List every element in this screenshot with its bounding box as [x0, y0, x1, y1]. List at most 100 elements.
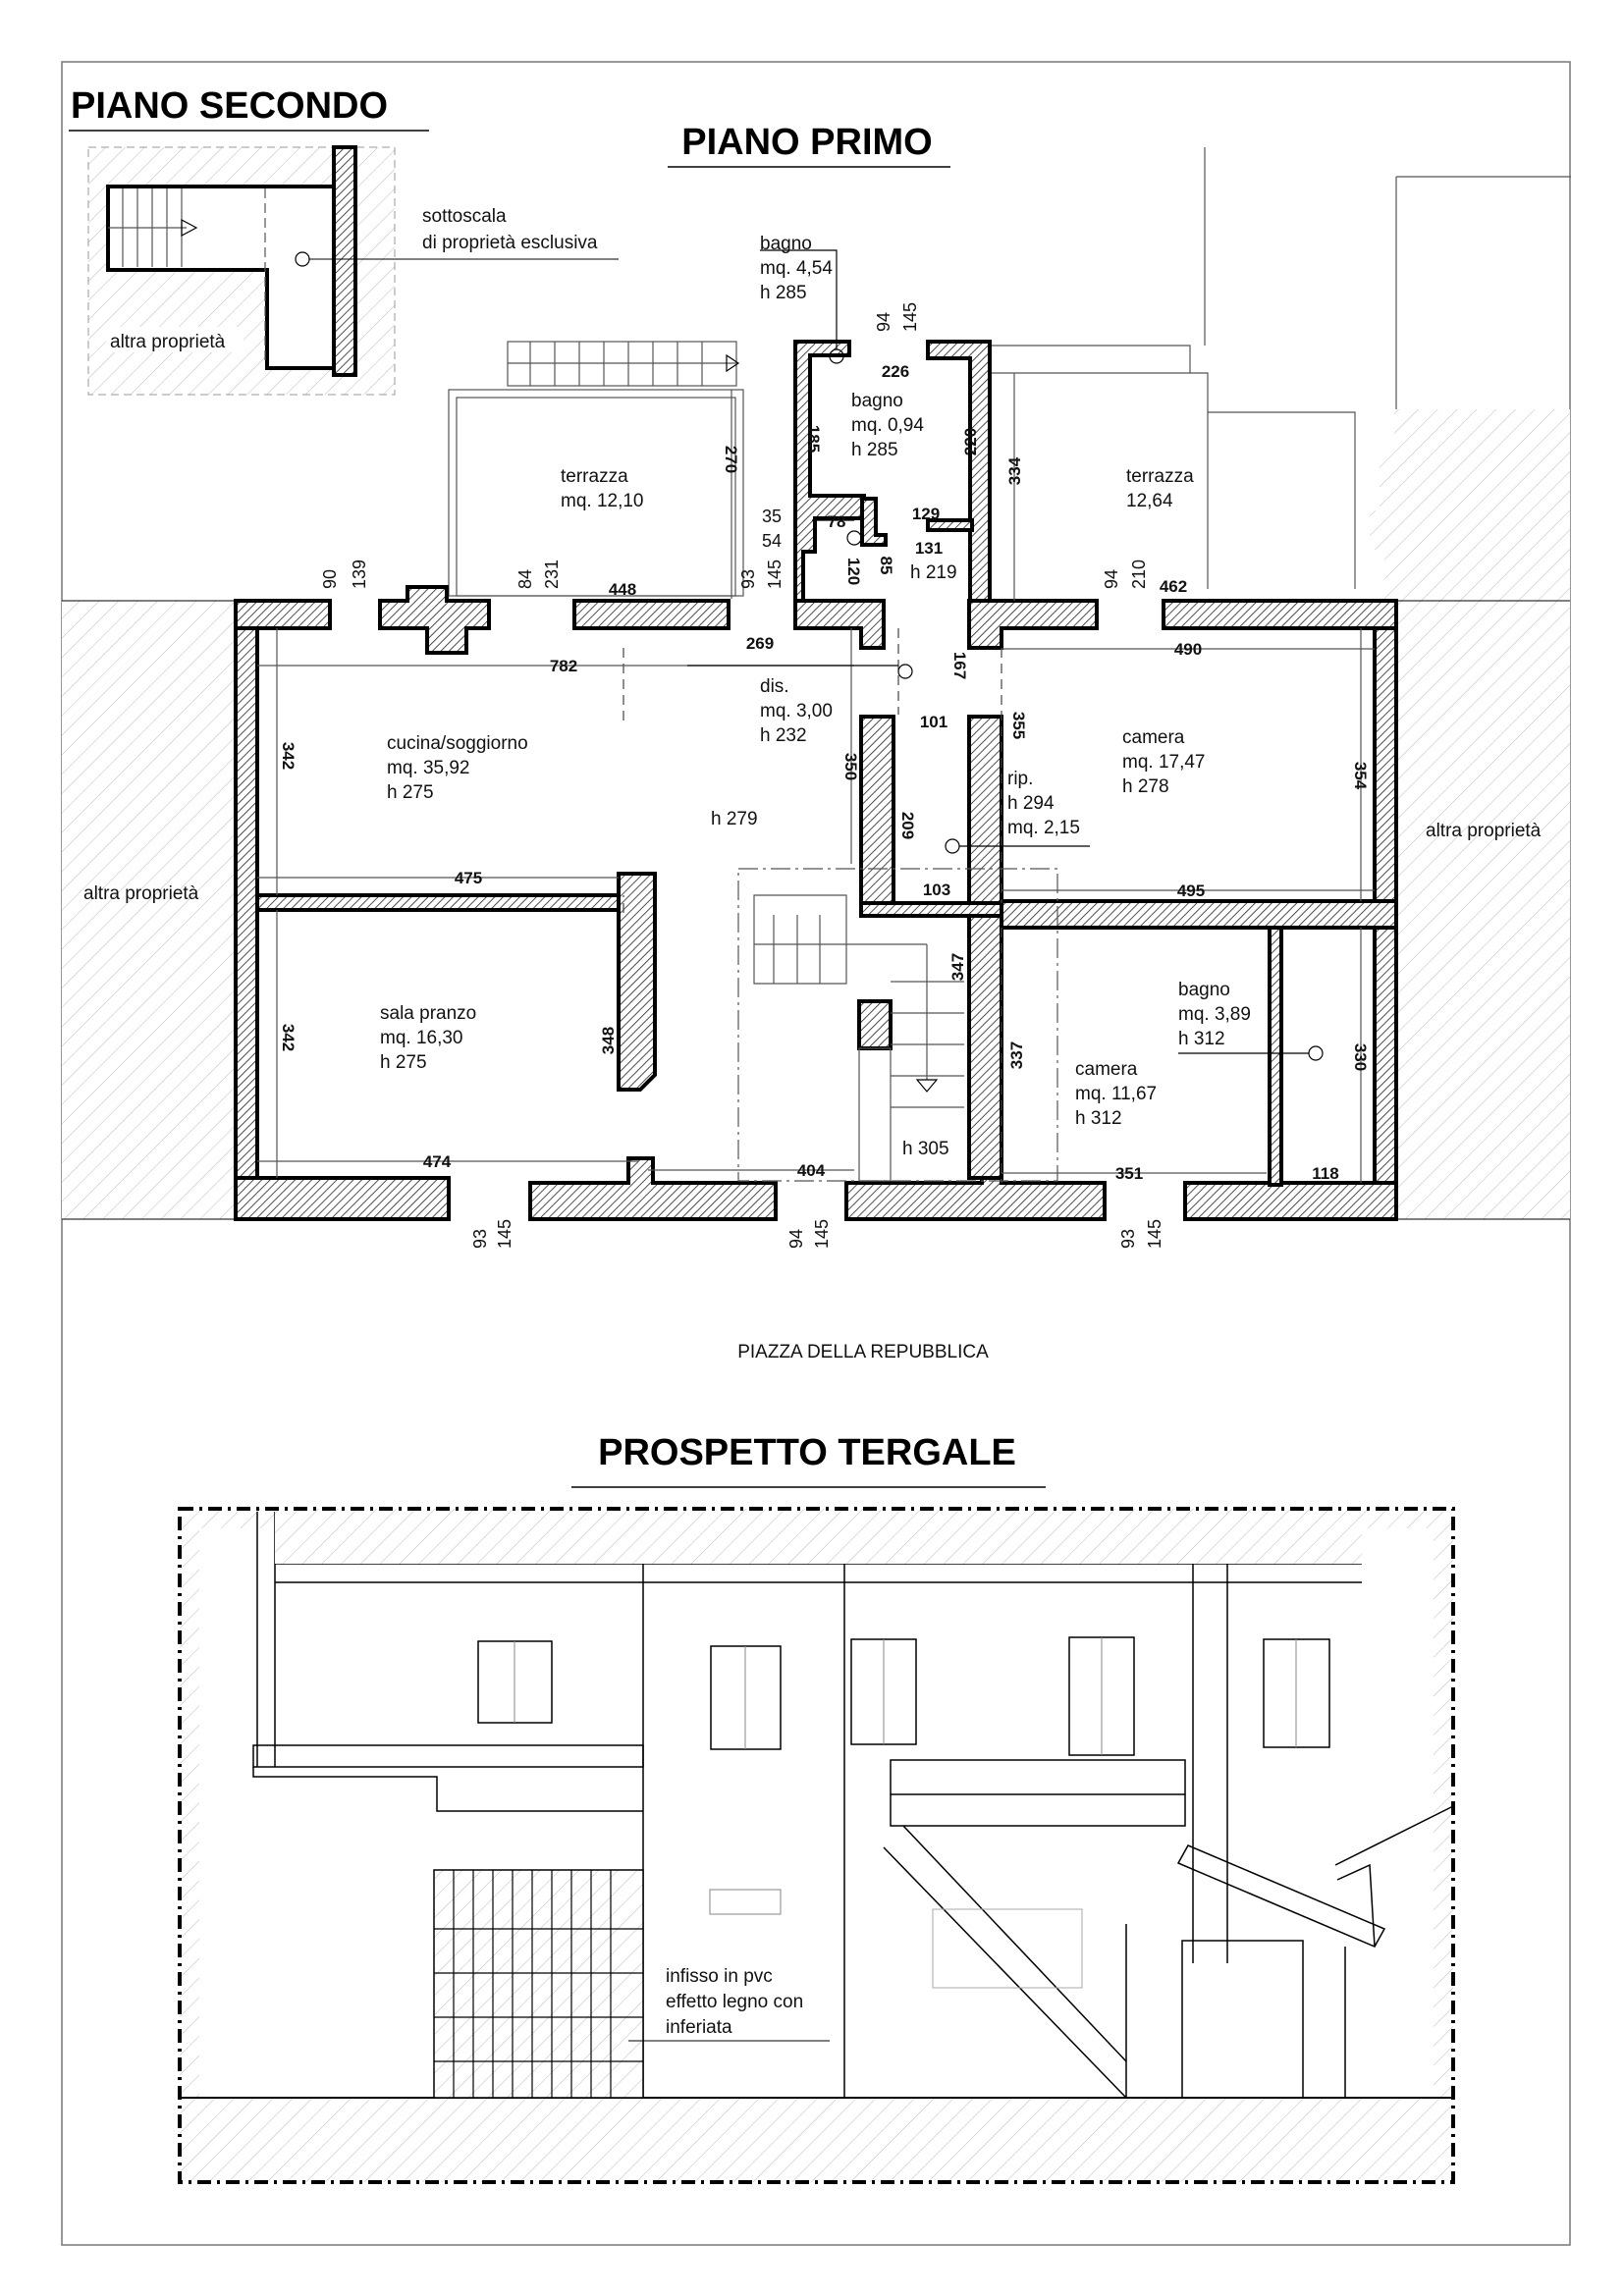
interior-stair [737, 868, 1058, 1182]
altra-proprieta-right-label: altra proprietà [1426, 821, 1542, 841]
svg-text:226: 226 [882, 362, 909, 381]
prospetto-title: PROSPETTO TERGALE [598, 1432, 1016, 1473]
svg-text:334: 334 [1005, 456, 1024, 485]
piano-primo-title: PIANO PRIMO [681, 122, 932, 163]
external-stair [507, 341, 740, 387]
svg-text:90: 90 [320, 569, 340, 589]
wall-rip-right [967, 715, 1003, 1180]
altra-proprieta-left-label: altra proprietà [83, 883, 199, 904]
dims-horizontal: 226 448 462 269 782 490 101 129 78 131 4… [423, 362, 1339, 1183]
wall-bottom [234, 1156, 1398, 1221]
inset-note-line1: sottoscala [422, 206, 507, 227]
svg-text:129: 129 [912, 505, 940, 523]
svg-text:475: 475 [455, 869, 482, 887]
svg-text:210: 210 [1129, 560, 1149, 589]
elevation-annex [1176, 1805, 1454, 2099]
wall-top [234, 585, 1398, 655]
wall-camere [1000, 899, 1398, 930]
elevation-windows [477, 1636, 1330, 1756]
inset-wall [332, 145, 357, 377]
svg-text:355: 355 [1009, 712, 1028, 739]
svg-text:94: 94 [1102, 569, 1121, 589]
svg-text:490: 490 [1174, 640, 1202, 659]
svg-text:448: 448 [609, 580, 636, 599]
stair-core [857, 999, 893, 1050]
garage-gate [433, 1869, 644, 2099]
svg-text:495: 495 [1177, 881, 1205, 900]
piano-secondo-title: PIANO SECONDO [71, 85, 388, 127]
svg-text:54: 54 [762, 531, 782, 551]
svg-text:220: 220 [961, 428, 980, 455]
svg-text:347: 347 [948, 953, 967, 981]
svg-text:78: 78 [828, 512, 846, 531]
svg-text:337: 337 [1007, 1041, 1026, 1069]
svg-text:120: 120 [844, 558, 863, 585]
altra-proprieta-left [62, 601, 236, 1219]
elevation-stair [883, 1825, 1127, 2099]
elevation-frame [178, 1507, 1455, 2184]
svg-text:94: 94 [786, 1229, 806, 1249]
svg-text:103: 103 [923, 881, 950, 899]
svg-text:330: 330 [1351, 1043, 1370, 1071]
svg-text:231: 231 [542, 560, 562, 589]
svg-text:404: 404 [797, 1161, 826, 1180]
svg-text:185: 185 [804, 425, 823, 453]
street-label: PIAZZA DELLA REPUBBLICA [737, 1342, 989, 1362]
svg-text:782: 782 [550, 657, 577, 675]
svg-text:209: 209 [898, 812, 917, 839]
svg-text:269: 269 [746, 634, 774, 653]
svg-text:145: 145 [900, 302, 920, 332]
svg-text:462: 462 [1160, 577, 1187, 596]
piano-primo-plan: PIANO PRIMO [62, 122, 1571, 1362]
svg-text:145: 145 [765, 560, 785, 589]
svg-text:350: 350 [841, 753, 860, 780]
svg-text:131: 131 [915, 539, 943, 558]
bagno-block [793, 340, 992, 603]
room-markers [687, 249, 1324, 1061]
svg-text:85: 85 [877, 557, 895, 575]
svg-text:93: 93 [470, 1229, 490, 1249]
wall-left [234, 599, 259, 1221]
prospetto-tergale: PROSPETTO TERGALE [178, 1432, 1455, 2184]
svg-text:35: 35 [762, 507, 782, 526]
wall-pier [617, 872, 657, 1092]
svg-text:93: 93 [738, 569, 758, 589]
inset-stair [108, 188, 266, 365]
altra-proprieta-right [1370, 409, 1570, 1219]
svg-text:351: 351 [1115, 1164, 1143, 1183]
dims-vertical: 185 220 270 334 85 120 167 342 350 355 3… [279, 425, 1370, 1071]
svg-text:118: 118 [1312, 1164, 1338, 1183]
svg-text:270: 270 [722, 446, 740, 473]
room-scala-h: h 305 [902, 1139, 949, 1159]
svg-text:145: 145 [495, 1219, 514, 1249]
svg-text:474: 474 [423, 1152, 452, 1171]
room-wc-h: h 219 [910, 562, 957, 583]
elevation-balconies [252, 1744, 1186, 1827]
dimension-lines [257, 373, 1375, 1183]
svg-text:139: 139 [350, 560, 369, 589]
inset-altra-proprieta: altra proprietà [110, 332, 226, 352]
dims-windows: 90 139 84 231 93 145 35 54 94 145 94 210… [320, 302, 1164, 1249]
svg-text:342: 342 [279, 742, 298, 770]
svg-text:145: 145 [1145, 1219, 1164, 1249]
svg-text:167: 167 [950, 652, 969, 679]
inset-note-line2: di proprietà esclusiva [422, 233, 598, 253]
room-ingresso-h: h 279 [711, 809, 758, 829]
wall-cucina-sala [255, 893, 632, 912]
svg-text:145: 145 [812, 1219, 832, 1249]
wall-rip-left [859, 715, 895, 907]
piano-secondo-inset: PIANO SECONDO sottoscala di proprietà es… [69, 85, 619, 396]
